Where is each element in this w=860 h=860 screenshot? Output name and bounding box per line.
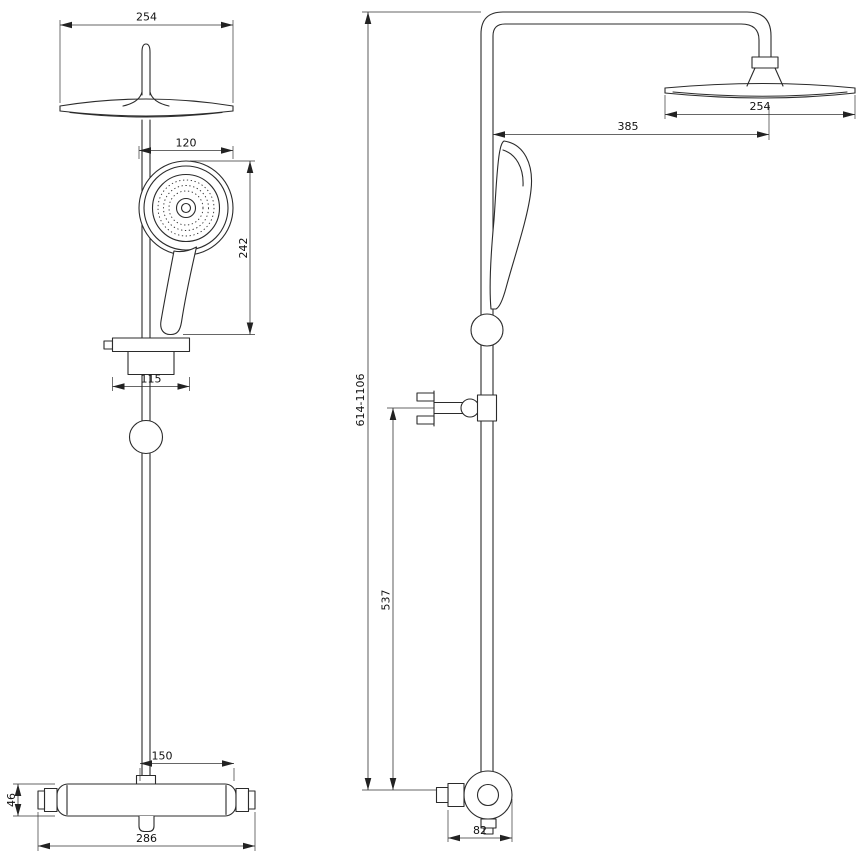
wall-bracket-side [416, 390, 498, 427]
dimension-label: 385 [618, 120, 639, 133]
dimension-front-valve-height: 46 [5, 783, 55, 817]
dimension-front-bracket-width: 115 [112, 373, 190, 391]
dimension-side-valve-depth: 82 [447, 799, 513, 842]
hand-shower-holder-knob [470, 313, 504, 347]
dimension-label: 614-1106 [354, 374, 367, 427]
side-view: 254 385 614-1106 537 82 [354, 11, 856, 842]
front-view: 254 120 242 115 150 [5, 11, 256, 851]
rain-shower-head-front [59, 98, 234, 118]
dimension-side-head-offset: 385 [493, 105, 770, 140]
valve-handle-side [447, 782, 465, 808]
valve-handle-left [43, 787, 58, 813]
riser-pipe-front [122, 43, 170, 785]
dimension-front-handset-width: 120 [138, 137, 234, 159]
rain-shower-head-side [664, 56, 856, 99]
mixer-valve-side [435, 770, 513, 835]
dimension-label: 242 [237, 238, 250, 259]
dimension-label: 150 [152, 750, 173, 763]
diverter-knob-front [128, 419, 164, 455]
hand-shower-side [470, 140, 533, 347]
dimension-front-valve-centers: 150 [139, 750, 235, 781]
dimension-front-handset-length: 242 [183, 160, 255, 335]
valve-spout [138, 816, 155, 833]
pipe-collar [476, 394, 498, 422]
dimension-label: 254 [750, 100, 771, 113]
dimension-side-head-depth: 254 [664, 95, 856, 119]
valve-handle-right [235, 787, 250, 813]
hand-shower-front [138, 160, 234, 336]
dimension-label: 254 [136, 11, 157, 24]
slider-bracket-front [103, 337, 191, 376]
wall-anchor-pin [416, 415, 435, 425]
dimension-label: 46 [5, 793, 18, 807]
wall-anchor-pin [416, 392, 435, 402]
dimension-front-valve-width: 286 [37, 812, 256, 851]
dimension-label: 115 [141, 373, 162, 386]
dimension-label: 537 [380, 590, 393, 611]
dimension-front-head-width: 254 [59, 11, 234, 103]
dimension-side-bracket-to-valve: 537 [380, 407, 434, 790]
riser-pipe-side [480, 11, 772, 791]
hand-shower-handle-front [160, 246, 198, 336]
dimension-label: 286 [136, 832, 157, 845]
mixer-valve-front [37, 774, 256, 833]
dimension-label: 82 [473, 824, 487, 837]
dimension-side-column-height: 614-1106 [354, 11, 481, 791]
head-connector-nut [751, 56, 779, 69]
dimension-label: 120 [176, 137, 197, 150]
